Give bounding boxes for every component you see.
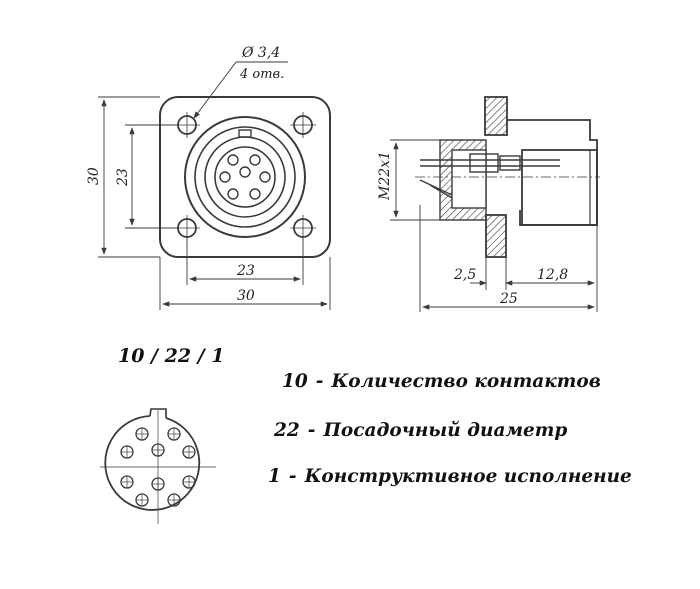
legend-row-design: 1-Конструктивное исполнение <box>268 466 632 487</box>
back-shell <box>507 119 598 226</box>
legend-dash: - <box>288 466 297 487</box>
front-view <box>159 96 331 258</box>
legend-description: Количество контактов <box>331 371 601 392</box>
front-dimensions <box>98 61 331 310</box>
flange-width-label: 30 <box>237 288 255 304</box>
legend-value: 22 <box>274 420 300 441</box>
flange-section-bottom <box>485 214 507 258</box>
contact-pin-crosses <box>121 428 195 506</box>
hole-spacing-horizontal-label: 23 <box>236 263 255 279</box>
flange-outline <box>159 96 331 258</box>
connector-insert <box>214 146 276 208</box>
legend-dash: - <box>315 371 324 392</box>
body-length-label: 12,8 <box>537 267 568 283</box>
flange-section-top <box>484 96 508 136</box>
hole-count-label: 4 отв. <box>239 67 284 82</box>
flange-height-label: 30 <box>86 167 102 185</box>
legend-value: 1 <box>268 466 281 487</box>
connector-ring-2 <box>194 126 296 228</box>
hole-centerlines <box>174 112 316 241</box>
rear-body <box>521 149 598 226</box>
connector-key <box>238 129 252 138</box>
designation-code: 10 / 22 / 1 <box>118 345 225 367</box>
legend-row-contacts: 10-Количество контактов <box>282 371 601 392</box>
thread-label: M22x1 <box>377 151 393 201</box>
front-contacts <box>219 154 271 200</box>
flange-thickness-label: 2,5 <box>453 267 476 283</box>
total-length-label: 25 <box>499 291 518 307</box>
hole-diameter-label: Ø 3,4 <box>241 45 280 61</box>
hole-spacing-vertical-label: 23 <box>115 168 131 187</box>
legend-description: Посадочный диаметр <box>323 420 568 441</box>
side-dimensions <box>390 139 598 312</box>
side-view <box>415 96 600 258</box>
contact-layout-outline <box>104 415 201 511</box>
legend-value: 10 <box>282 371 308 392</box>
side-contacts <box>419 153 560 199</box>
connector-outer-ring <box>184 116 306 238</box>
legend-dash: - <box>307 420 316 441</box>
contact-layout-key <box>149 408 167 418</box>
legend-description: Конструктивное исполнение <box>304 466 632 487</box>
legend-row-diameter: 22-Посадочный диаметр <box>274 420 567 441</box>
contact-layout-diagram <box>100 408 216 524</box>
